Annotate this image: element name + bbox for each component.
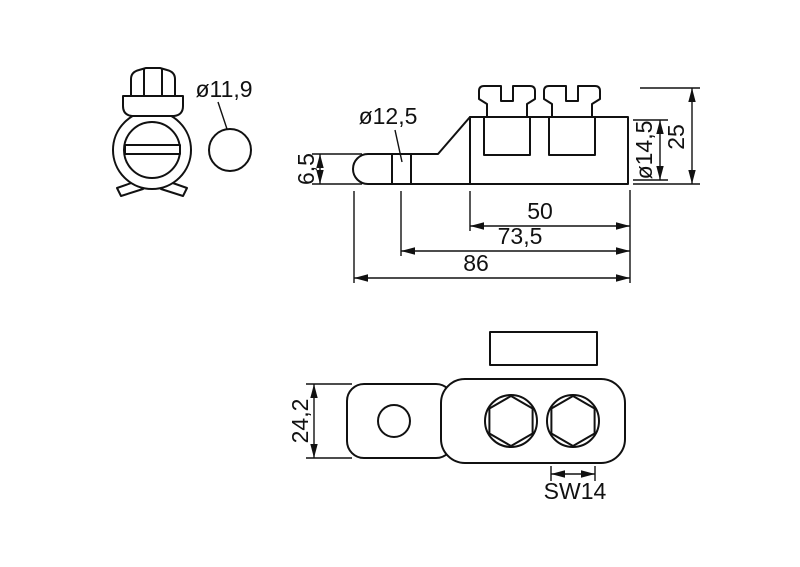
dim-horizontal-group: 50 73,5 86 (353, 190, 631, 283)
dim-tab-hole-diameter: ø12,5 (359, 103, 418, 163)
dim-clamp-span-label: 50 (527, 198, 553, 224)
cable-section-detail: ø11,9 (195, 76, 253, 172)
dim-body-width: 24,2 (287, 383, 352, 459)
section-bar-rectangle (489, 331, 598, 366)
dim-hole-to-end-label: 73,5 (498, 223, 543, 249)
clamp-cavity-1 (483, 116, 531, 156)
side-outline (352, 116, 629, 185)
cable-section-circle (208, 128, 252, 172)
dim-total-length-label: 86 (463, 250, 489, 276)
dim-clamp-hole-diameter-label: ø14,5 (631, 121, 657, 180)
front-collar (122, 95, 184, 117)
clamp-screw-1 (478, 85, 536, 118)
dim-clamp-hole-diameter: ø14,5 (631, 119, 668, 181)
dim-front-hole-diameter-label: ø11,9 (195, 76, 252, 102)
dim-hex-wrench: SW14 (544, 466, 607, 504)
dim-body-height-label: 25 (663, 124, 689, 150)
clamp-screw-2 (543, 85, 601, 118)
dia-12-5-leader-line (394, 129, 403, 163)
hex-nut-1 (488, 395, 534, 447)
hex-nut-2 (550, 395, 596, 447)
top-view (346, 378, 626, 464)
front-bolt-head (130, 67, 176, 97)
dia-11-9-leader-line (217, 101, 228, 130)
dim-tab-thickness: 6,5 (293, 153, 362, 185)
clamp-cavity-2 (548, 116, 596, 156)
dim-tab-hole-diameter-label: ø12,5 (359, 103, 418, 129)
side-view (352, 85, 629, 185)
front-view (112, 67, 192, 197)
dim-body-height: 25 (633, 87, 700, 185)
dim-body-width-label: 24,2 (287, 399, 313, 444)
dim-hex-wrench-label: SW14 (544, 478, 607, 504)
dim-tab-thickness-label: 6,5 (293, 153, 319, 185)
top-view-tab-hole (377, 404, 411, 438)
front-clamp-slot (124, 144, 181, 155)
